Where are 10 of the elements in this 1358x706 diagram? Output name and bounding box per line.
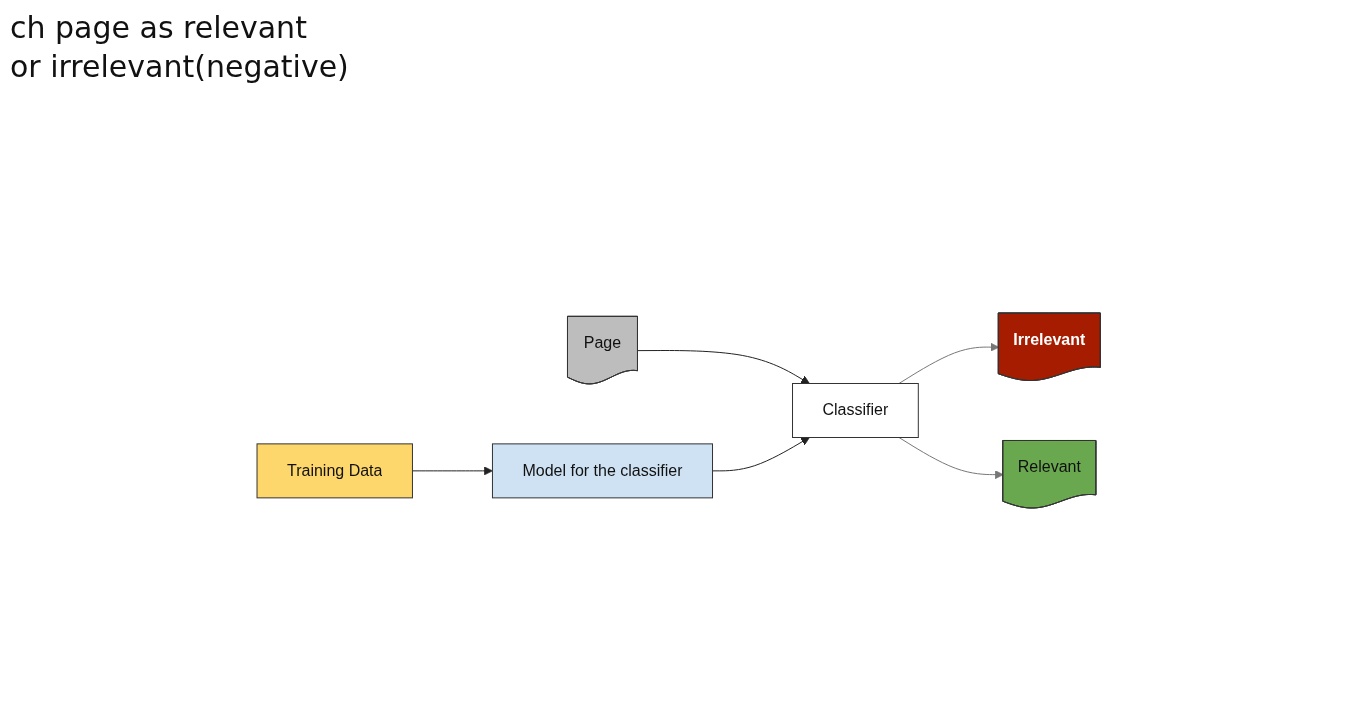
node-box: Model for the classifier	[492, 442, 714, 498]
note-text: or irrelevant(negative)	[10, 48, 349, 86]
arrow	[412, 465, 494, 475]
node-box: Training Data	[256, 442, 414, 498]
arrow	[712, 436, 811, 471]
node-box: Classifier	[792, 382, 920, 438]
note-text: ch page as relevant	[10, 9, 308, 47]
arrow	[898, 342, 1000, 384]
arrow	[637, 349, 811, 384]
arrow	[898, 436, 1004, 479]
